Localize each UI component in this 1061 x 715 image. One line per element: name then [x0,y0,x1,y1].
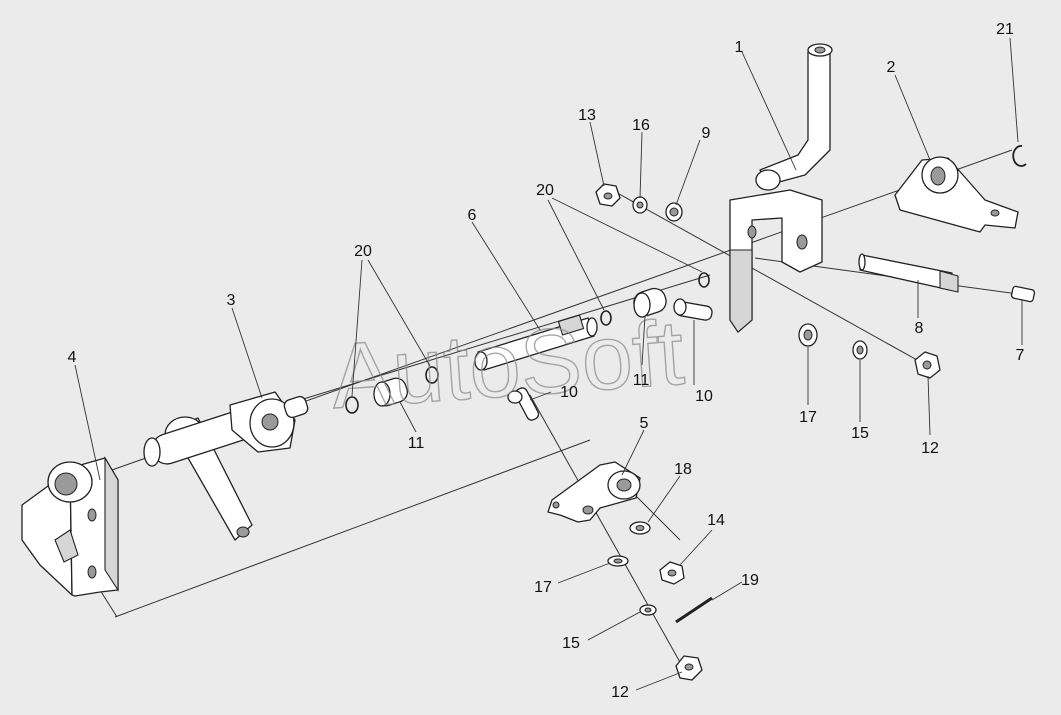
pin-part-10-lower [507,387,540,421]
fastener-stack-upper [595,183,683,222]
clevis-lever-part-5 [547,461,641,523]
callout-17a: 17 [799,409,817,426]
callout-15a: 15 [851,425,869,442]
callout-8: 8 [915,320,924,337]
callout-11a: 11 [408,435,425,452]
callout-10a: 10 [560,384,578,401]
callout-7: 7 [1016,347,1025,364]
callout-19: 19 [741,572,759,589]
circlips-part-20 [345,272,710,414]
callout-11b: 11 [633,372,650,389]
bolt-part-8 [858,253,959,293]
callout-12a: 12 [921,440,939,457]
callout-15b: 15 [562,635,580,652]
callout-13: 13 [578,107,596,124]
pin-part-10-upper [673,298,713,321]
callout-16: 16 [632,117,650,134]
pin-shaft-part-6 [474,314,598,371]
callout-2: 2 [887,59,896,76]
callout-12b: 12 [611,684,629,701]
callout-3: 3 [227,292,236,309]
callout-20a: 20 [354,243,372,260]
callout-18: 18 [674,461,692,478]
callout-5: 5 [640,415,649,432]
circlip-part-21 [1012,145,1027,167]
bushing-part-11-left [373,377,408,407]
callout-4: 4 [68,349,77,366]
lever-shaft-part-3 [143,391,309,541]
bracket-part-4 [21,455,119,597]
fastener-stack-lower [607,521,713,681]
pedal-lever-part-1 [729,43,833,333]
bushing-part-11-right [633,287,667,318]
callout-17b: 17 [534,579,552,596]
fastener-stack-right [798,323,941,379]
bracket-part-2 [894,156,1019,233]
callout-1: 1 [735,39,744,56]
callout-21: 21 [996,21,1014,38]
callout-labels: 1 2 3 4 5 6 7 8 9 10 10 11 11 12 12 13 1… [68,21,1025,701]
callout-6: 6 [468,207,477,224]
watermark-text: AutoSoft [328,302,687,428]
callout-14: 14 [707,512,725,529]
callout-20b: 20 [536,182,554,199]
leader-lines [74,37,1023,691]
callout-10b: 10 [695,388,713,405]
callout-9: 9 [702,125,711,142]
grease-fitting-part-7 [1010,285,1036,303]
watermark: AutoSoft [327,301,688,429]
